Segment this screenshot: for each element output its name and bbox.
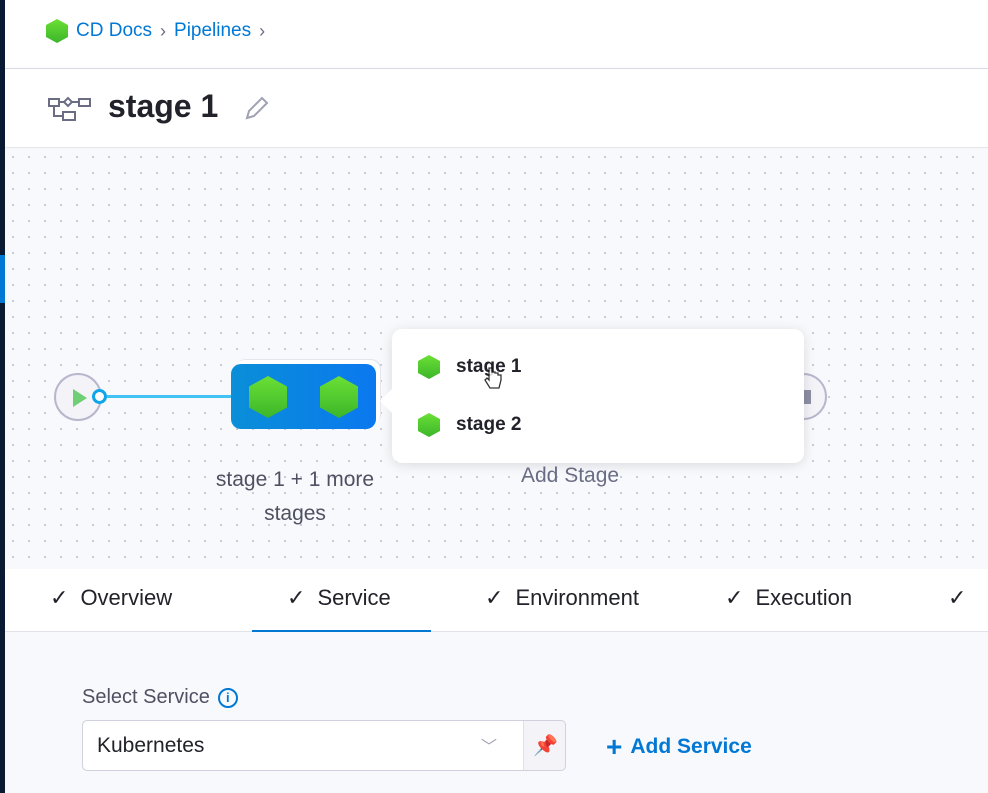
check-icon: ✓ bbox=[725, 585, 744, 610]
stage-2-icon bbox=[320, 376, 358, 418]
add-stage-label[interactable]: Add Stage bbox=[521, 464, 620, 487]
edit-pencil-icon[interactable] bbox=[244, 95, 270, 121]
popover-item-label: stage 2 bbox=[456, 414, 522, 435]
popover-item-stage-1[interactable]: stage 1 bbox=[418, 355, 521, 379]
chevron-right-icon: › bbox=[160, 20, 167, 41]
chevron-right-icon: › bbox=[259, 20, 266, 41]
add-service-label: Add Service bbox=[630, 735, 752, 758]
tab-execution[interactable]: ✓ Execution bbox=[725, 585, 852, 611]
stage-group-node[interactable] bbox=[231, 364, 376, 429]
page-header bbox=[5, 68, 988, 148]
popover-item-stage-2[interactable]: stage 2 bbox=[418, 413, 521, 437]
pipeline-canvas[interactable] bbox=[5, 149, 988, 569]
stage-1-icon bbox=[249, 376, 287, 418]
pipeline-icon bbox=[48, 96, 91, 121]
tab-environment[interactable]: ✓ Environment bbox=[485, 585, 639, 611]
stop-icon bbox=[804, 390, 811, 404]
tab-label: Execution bbox=[755, 585, 853, 610]
hand-cursor-icon bbox=[484, 367, 502, 389]
pin-icon[interactable]: 📌 bbox=[533, 735, 558, 757]
connector-line bbox=[107, 395, 232, 398]
stage-group-popover: stage 1 stage 2 bbox=[380, 329, 804, 463]
page-title: stage 1 bbox=[108, 88, 219, 124]
breadcrumb-pipelines[interactable]: Pipelines bbox=[174, 20, 252, 41]
stage-tabs: ✓ Overview ✓ Service ✓ Environment ✓ Executi… bbox=[5, 569, 988, 633]
select-service-label: Select Service i bbox=[82, 686, 238, 709]
check-icon: ✓ bbox=[948, 585, 967, 610]
tab-next-truncated[interactable]: ✓ bbox=[948, 585, 966, 611]
popover-item-label: stage 1 bbox=[456, 356, 522, 377]
left-nav-active-indicator bbox=[0, 255, 5, 303]
service-select-value[interactable]: Kubernetes bbox=[83, 721, 524, 770]
field-label: Select Service bbox=[82, 686, 210, 708]
tab-label: Service bbox=[317, 585, 391, 610]
left-nav-strip bbox=[0, 0, 5, 793]
play-icon bbox=[73, 389, 87, 407]
tab-label: Environment bbox=[515, 585, 639, 610]
tab-label: Overview bbox=[80, 585, 173, 610]
connector-port bbox=[92, 389, 107, 404]
stage-icon bbox=[418, 355, 440, 379]
cd-module-icon bbox=[46, 19, 68, 43]
plus-icon: + bbox=[606, 731, 623, 762]
breadcrumb-cd-docs[interactable]: CD Docs bbox=[76, 20, 153, 41]
check-icon: ✓ bbox=[485, 585, 504, 610]
chevron-down-icon[interactable]: ﹀ bbox=[481, 739, 498, 756]
stage-icon bbox=[418, 413, 440, 437]
tab-overview[interactable]: ✓ Overview bbox=[50, 585, 172, 611]
check-icon: ✓ bbox=[50, 585, 69, 610]
add-service-button[interactable]: + Add Service bbox=[606, 731, 752, 763]
breadcrumb: CD Docs › Pipelines › bbox=[46, 19, 265, 43]
stage-group-label: stage 1 + 1 more stages bbox=[215, 468, 375, 525]
check-icon: ✓ bbox=[287, 585, 306, 610]
info-icon[interactable]: i bbox=[217, 687, 238, 708]
tab-service[interactable]: ✓ Service bbox=[252, 585, 431, 633]
service-select[interactable]: Kubernetes ﹀ 📌 bbox=[82, 720, 566, 771]
